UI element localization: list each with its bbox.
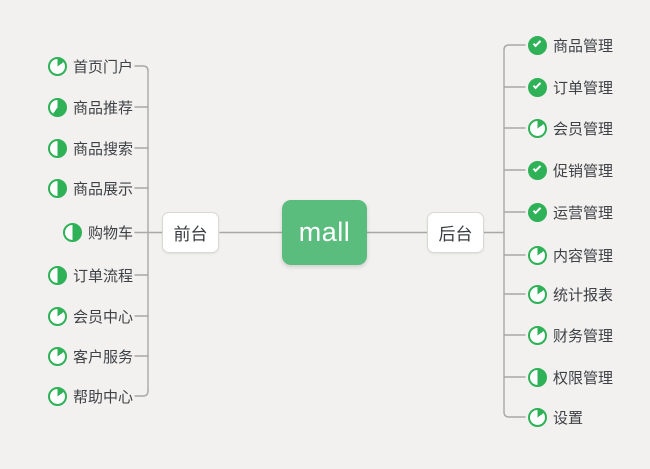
topic-label: 商品管理 — [553, 37, 614, 55]
topic-member-center[interactable]: 会员中心 — [47, 303, 133, 329]
check-icon — [532, 163, 542, 173]
check-icon — [532, 38, 542, 48]
topic-product-mgmt[interactable]: 商品管理 — [528, 32, 613, 58]
progress-pie-icon — [528, 77, 547, 97]
topic-statistics-report[interactable]: 统计报表 — [528, 281, 613, 307]
topic-label: 购物车 — [87, 224, 133, 242]
topic-label: 会员管理 — [553, 120, 614, 138]
topic-label: 权限管理 — [553, 369, 614, 387]
progress-pie-icon — [47, 265, 67, 285]
topic-label: 商品推荐 — [72, 99, 133, 117]
topic-label: 内容管理 — [553, 247, 614, 265]
topic-label: 设置 — [553, 409, 584, 427]
progress-pie-icon — [47, 56, 67, 76]
progress-pie-icon — [528, 202, 547, 222]
progress-pie-icon — [47, 178, 67, 198]
topic-customer-service[interactable]: 客户服务 — [47, 343, 133, 369]
topic-home-portal[interactable]: 首页门户 — [47, 53, 133, 79]
topic-label: 统计报表 — [553, 286, 614, 304]
topic-help-center[interactable]: 帮助中心 — [47, 383, 133, 409]
topic-operation-mgmt[interactable]: 运营管理 — [528, 199, 613, 225]
topic-product-search[interactable]: 商品搜索 — [47, 135, 133, 161]
progress-pie-icon — [528, 35, 547, 55]
progress-pie-icon — [47, 138, 67, 158]
branch-node-frontend[interactable]: 前台 — [162, 212, 219, 253]
progress-pie-icon — [528, 325, 547, 345]
check-icon — [532, 205, 542, 215]
connector — [503, 44, 526, 51]
topic-label: 订单管理 — [553, 79, 614, 97]
topic-settings[interactable]: 设置 — [528, 404, 583, 430]
topic-label: 客户服务 — [72, 348, 133, 366]
topic-order-mgmt[interactable]: 订单管理 — [528, 74, 613, 100]
topic-label: 订单流程 — [72, 267, 133, 285]
progress-pie-icon — [47, 306, 67, 326]
topic-promotion-mgmt[interactable]: 促销管理 — [528, 157, 613, 183]
topic-member-mgmt[interactable]: 会员管理 — [528, 115, 613, 141]
topic-label: 会员中心 — [72, 308, 133, 326]
progress-pie-icon — [47, 97, 67, 117]
progress-pie-icon — [528, 284, 547, 304]
check-icon — [532, 80, 542, 90]
progress-pie-icon — [528, 367, 547, 387]
progress-pie-icon — [62, 222, 82, 242]
topic-product-display[interactable]: 商品展示 — [47, 175, 133, 201]
connector — [134, 65, 149, 72]
topic-label: 商品展示 — [72, 180, 133, 198]
topic-label: 运营管理 — [553, 204, 614, 222]
progress-pie-icon — [528, 245, 547, 265]
progress-pie-icon — [528, 118, 547, 138]
topic-label: 商品搜索 — [72, 140, 133, 158]
branch-node-backend[interactable]: 后台 — [427, 212, 484, 253]
topic-label: 促销管理 — [553, 162, 614, 180]
connector — [134, 390, 149, 397]
topic-content-mgmt[interactable]: 内容管理 — [528, 242, 613, 268]
topic-order-flow[interactable]: 订单流程 — [47, 262, 133, 288]
topic-finance-mgmt[interactable]: 财务管理 — [528, 322, 613, 348]
topic-label: 首页门户 — [72, 58, 133, 76]
progress-pie-icon — [528, 160, 547, 180]
topic-label: 财务管理 — [553, 327, 614, 345]
connector — [503, 411, 526, 418]
progress-pie-icon — [47, 346, 67, 366]
progress-pie-icon — [47, 386, 67, 406]
root-node-mall[interactable]: mall — [282, 200, 367, 265]
topic-shopping-cart[interactable]: 购物车 — [62, 219, 133, 245]
progress-pie-icon — [528, 407, 547, 427]
topic-label: 帮助中心 — [72, 388, 133, 406]
topic-permission-mgmt[interactable]: 权限管理 — [528, 364, 613, 390]
topic-product-recommend[interactable]: 商品推荐 — [47, 94, 133, 120]
